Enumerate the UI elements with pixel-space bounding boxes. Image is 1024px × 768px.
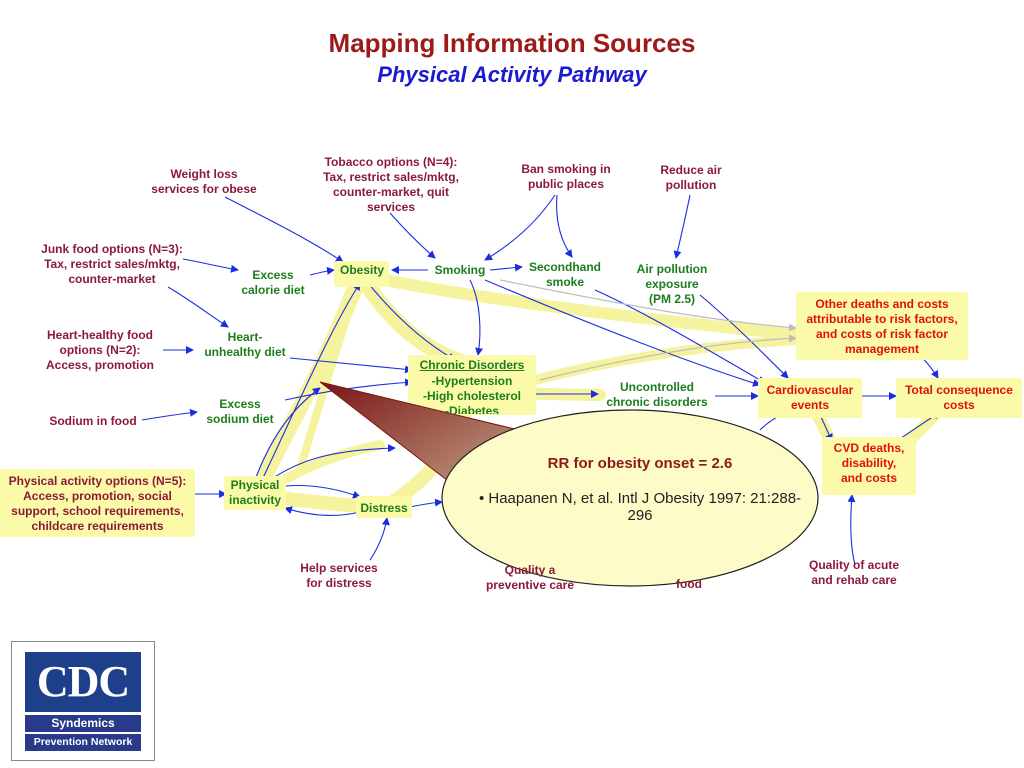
- popup-reference: • Haapanen N, et al. Intl J Obesity 1997…: [478, 490, 802, 524]
- node-other-deaths: Other deaths and costs attributable to r…: [806, 297, 958, 356]
- node-distress: Distress: [360, 501, 408, 515]
- node-pa-options: Physical activity options (N=5): Access,…: [8, 474, 187, 533]
- node-junk-food: Junk food options (N=3): Tax, restrict s…: [41, 242, 183, 286]
- node-smoking: Smoking: [434, 263, 486, 277]
- node-highlights: [0, 261, 1022, 537]
- causal-arrows: [141, 194, 941, 566]
- node-cardio-events: Cardiovascular events: [766, 383, 854, 412]
- node-secondhand: Secondhand smoke: [528, 260, 601, 289]
- node-air-exposure: Air pollution exposure (PM 2.5): [636, 262, 708, 306]
- node-uncontrolled: Uncontrolled chronic disorders: [606, 380, 708, 409]
- page-subtitle: Physical Activity Pathway: [377, 62, 647, 87]
- node-heart-healthy: Heart-healthy food options (N=2): Access…: [45, 328, 155, 372]
- node-chronic-disorders-items: -Hypertension -High cholesterol -Diabete…: [422, 374, 521, 414]
- node-heart-unhealthy: Heart- unhealthy diet: [204, 330, 286, 359]
- node-cvd-deaths: CVD deaths, disability, and costs: [833, 441, 905, 485]
- popup: RR for obesity onset = 2.6 • Haapanen N,…: [470, 455, 810, 524]
- node-chronic-disorders-title: Chronic Disorders: [419, 358, 525, 372]
- node-tobacco-options: Tobacco options (N=4): Tax, restrict sal…: [323, 155, 459, 214]
- popup-ellipse: [441, 409, 819, 587]
- node-sodium-food: Sodium in food: [49, 414, 137, 428]
- node-excess-sodium: Excess sodium diet: [206, 397, 274, 426]
- node-quality-acute: Quality of acute and rehab care: [808, 558, 900, 587]
- node-total-costs: Total consequence costs: [905, 383, 1013, 412]
- cdc-logo-mark: CDC: [25, 652, 141, 712]
- cdc-logo: CDC Syndemics Prevention Network: [11, 641, 155, 761]
- node-obesity: Obesity: [339, 263, 384, 277]
- page-title: Mapping Information Sources: [328, 28, 696, 58]
- grey-arrows: [499, 279, 797, 381]
- node-weight-loss: Weight loss services for obese: [151, 167, 257, 196]
- node-help-services: Help services for distress: [300, 561, 378, 590]
- node-excess-calorie: Excess calorie diet: [241, 268, 305, 297]
- popup-heading: RR for obesity onset = 2.6: [547, 455, 733, 472]
- node-ban-smoking: Ban smoking in public places: [521, 162, 611, 191]
- logo-prevention-network: Prevention Network: [25, 734, 141, 751]
- node-food-fragment: food: [676, 577, 702, 591]
- node-physical-inactivity: Physical inactivity: [228, 478, 282, 507]
- node-quality-preventive: Quality a preventive care: [485, 563, 575, 592]
- node-reduce-air: Reduce air pollution: [660, 163, 722, 192]
- logo-syndemics: Syndemics: [25, 715, 141, 732]
